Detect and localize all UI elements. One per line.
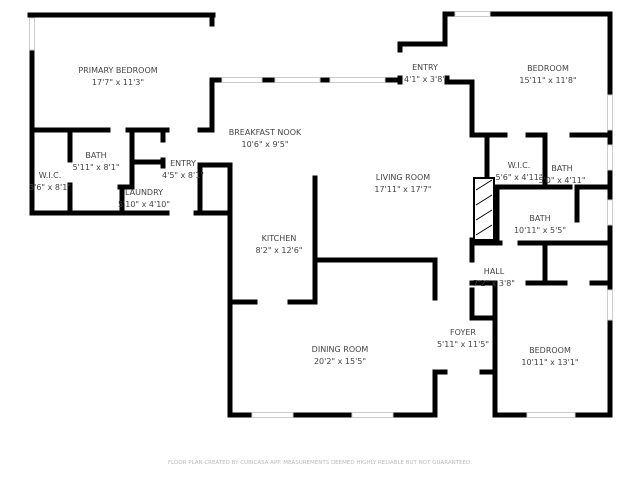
window bbox=[221, 77, 263, 83]
windows bbox=[29, 11, 613, 418]
room-label: BEDROOM 10'11" x 13'1" bbox=[521, 345, 578, 369]
room-name: BEDROOM bbox=[529, 346, 571, 355]
room-label: BREAKFAST NOOK 10'6" x 9'5" bbox=[229, 127, 302, 151]
room-size: 5'10" x 4'10" bbox=[117, 200, 171, 209]
room-label: LAUNDRY 5'10" x 4'10" bbox=[118, 187, 170, 211]
window bbox=[251, 412, 294, 418]
room-name: BATH bbox=[529, 214, 551, 223]
window bbox=[607, 289, 613, 321]
room-size: 17'11" x 17'7" bbox=[374, 185, 432, 194]
footer-disclaimer: FLOOR PLAN CREATED BY CUBICASA APP. MEAS… bbox=[167, 460, 473, 466]
room-label: BATH 5'0" x 4'11" bbox=[538, 163, 585, 187]
room-size: 5'6" x 4'11" bbox=[495, 173, 543, 182]
room-label: ENTRY 4'5" x 8'1" bbox=[162, 158, 204, 182]
room-label: W.I.C. 3'6" x 8'1" bbox=[29, 170, 71, 194]
room-name: BREAKFAST NOOK bbox=[228, 128, 302, 137]
room-label: FOYER 5'11" x 11'5" bbox=[437, 327, 489, 351]
room-name: LAUNDRY bbox=[124, 188, 164, 197]
room-label: BEDROOM 15'11" x 11'8" bbox=[519, 63, 576, 87]
room-name: HALL bbox=[483, 267, 505, 276]
room-size: 4'5" x 8'1" bbox=[162, 171, 204, 180]
room-name: FOYER bbox=[450, 328, 476, 337]
room-label: ENTRY 4'1" x 3'8" bbox=[404, 62, 446, 86]
window bbox=[29, 17, 35, 51]
room-size: 5'11" x 11'5" bbox=[436, 340, 490, 349]
room-size: 8'2" x 12'6" bbox=[255, 246, 303, 255]
room-label: BATH 5'11" x 8'1" bbox=[72, 150, 119, 174]
room-name: BATH bbox=[85, 151, 107, 160]
room-label: BATH 10'11" x 5'5" bbox=[514, 213, 566, 237]
room-name: ENTRY bbox=[170, 159, 196, 168]
fireplace bbox=[473, 177, 495, 241]
window bbox=[607, 199, 613, 226]
window bbox=[454, 11, 491, 17]
room-label: W.I.C. 5'6" x 4'11" bbox=[495, 160, 542, 184]
room-label: HALL 7'2" x 3'8" bbox=[473, 266, 515, 290]
room-label: KITCHEN 8'2" x 12'6" bbox=[255, 233, 302, 257]
room-name: PRIMARY BEDROOM bbox=[78, 66, 158, 75]
room-name: KITCHEN bbox=[261, 234, 297, 243]
room-label: PRIMARY BEDROOM 17'7" x 11'3" bbox=[78, 65, 157, 89]
room-size: 10'6" x 9'5" bbox=[241, 140, 289, 149]
room-name: W.I.C. bbox=[38, 171, 62, 180]
room-size: 10'11" x 5'5" bbox=[513, 226, 567, 235]
room-name: BEDROOM bbox=[527, 64, 569, 73]
window bbox=[526, 412, 576, 418]
room-label: DINING ROOM 20'2" x 15'5" bbox=[312, 344, 369, 368]
window bbox=[607, 144, 613, 171]
room-name: LIVING ROOM bbox=[375, 173, 431, 182]
room-size: 15'11" x 11'8" bbox=[519, 76, 577, 85]
room-name: BATH bbox=[551, 164, 573, 173]
room-label: LIVING ROOM 17'11" x 17'7" bbox=[374, 172, 431, 196]
window bbox=[274, 77, 321, 83]
room-size: 10'11" x 13'1" bbox=[521, 358, 579, 367]
room-size: 5'11" x 8'1" bbox=[72, 163, 120, 172]
room-size: 5'0" x 4'11" bbox=[538, 176, 586, 185]
room-size: 3'6" x 8'1" bbox=[29, 183, 71, 192]
room-name: ENTRY bbox=[412, 63, 438, 72]
room-size: 17'7" x 11'3" bbox=[91, 78, 145, 87]
room-size: 7'2" x 3'8" bbox=[473, 279, 515, 288]
window bbox=[351, 412, 394, 418]
room-size: 4'1" x 3'8" bbox=[404, 75, 446, 84]
room-size: 20'2" x 15'5" bbox=[313, 357, 367, 366]
window bbox=[607, 94, 613, 131]
room-name: W.I.C. bbox=[507, 161, 531, 170]
room-name: DINING ROOM bbox=[311, 345, 369, 354]
walls bbox=[27, 11, 613, 418]
window bbox=[329, 77, 386, 83]
